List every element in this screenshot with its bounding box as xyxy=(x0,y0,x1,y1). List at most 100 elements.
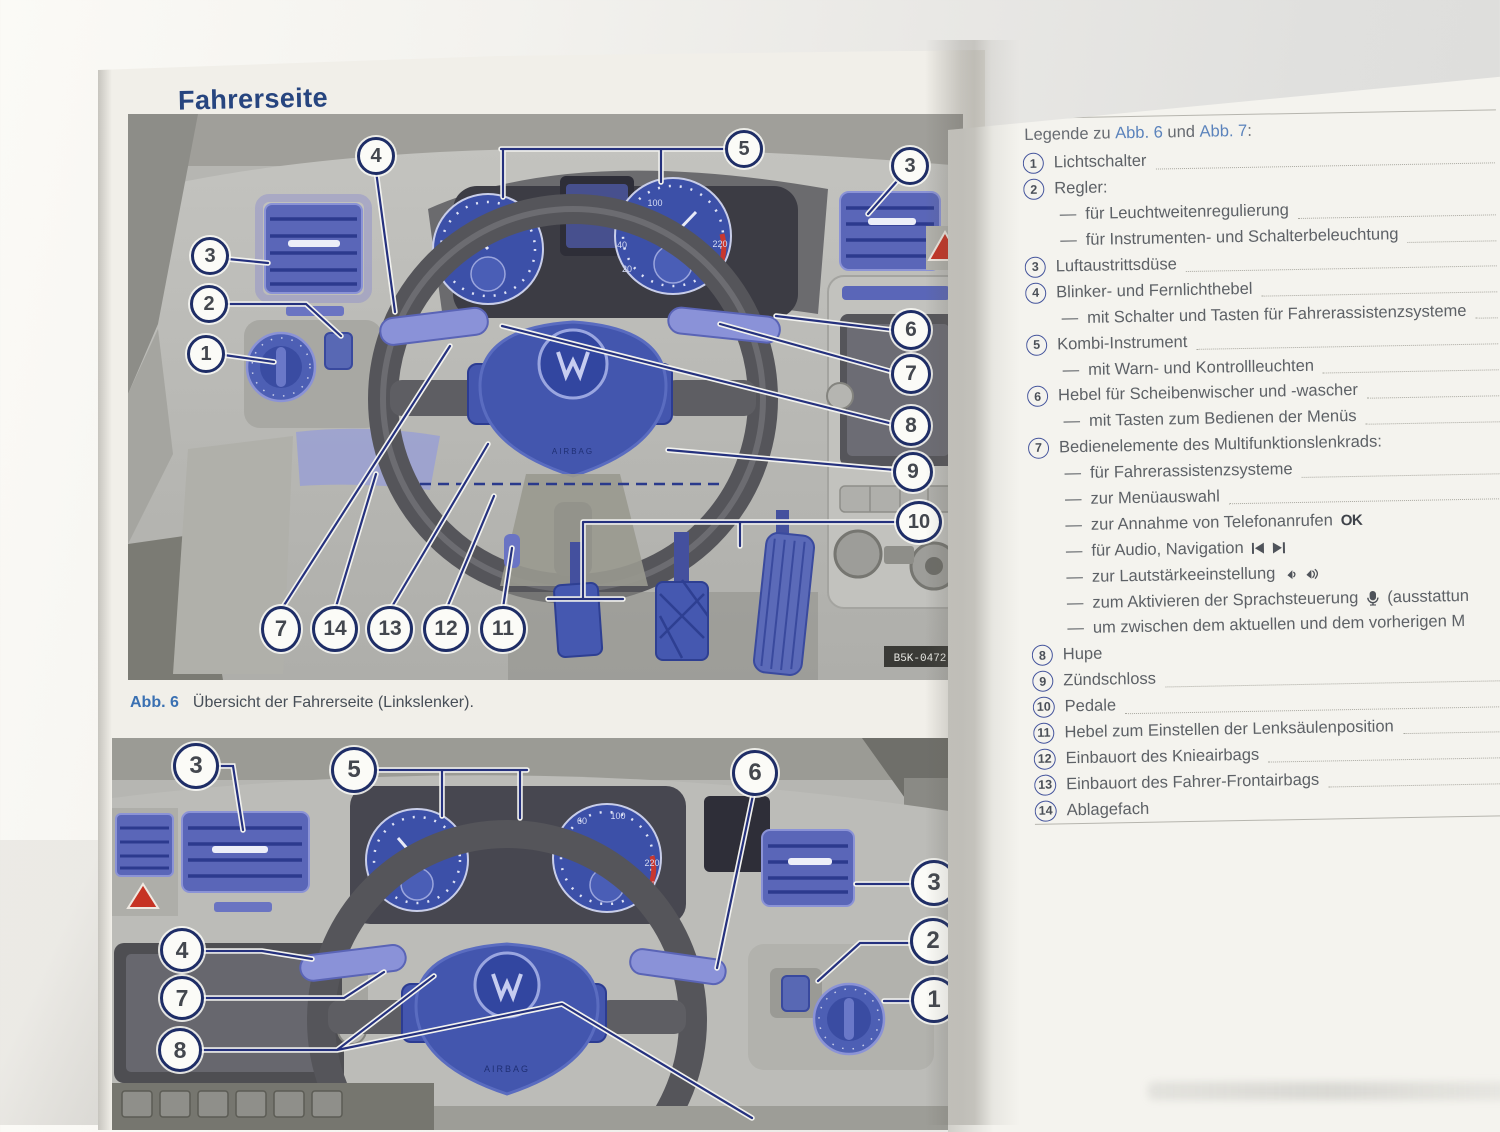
dotted-leader-line xyxy=(1402,730,1500,735)
dotted-leader-line xyxy=(1261,290,1498,297)
callout-marker-7: 7 xyxy=(891,354,931,394)
callout-marker-8: 8 xyxy=(891,406,931,446)
legend-label: Einbauort des Knieairbags xyxy=(1065,745,1260,768)
legend-label-continued: (ausstattun xyxy=(1387,586,1470,606)
legend-label: Hebel für Scheibenwischer und -wascher xyxy=(1057,381,1359,405)
callout-marker-5: 5 xyxy=(725,130,763,168)
dotted-leader-line xyxy=(1323,368,1499,374)
callout-marker-13: 13 xyxy=(367,606,413,652)
dotted-leader-line xyxy=(1297,213,1496,219)
callout-marker-7: 7 xyxy=(261,606,301,652)
legend-number-badge: 11 xyxy=(1033,722,1055,744)
legend-number-badge: 4 xyxy=(1025,282,1047,304)
dash-bullet: — xyxy=(1065,515,1083,535)
callout-marker-1: 1 xyxy=(187,335,225,373)
legend-header-mid: und xyxy=(1162,122,1200,142)
dotted-leader-line xyxy=(1367,394,1500,399)
legend-number-badge: 13 xyxy=(1034,774,1057,796)
legend-row: — zum Aktivieren der Sprachsteuerung (auss… xyxy=(1031,582,1500,617)
legend-label: Blinker- und Fernlichthebel xyxy=(1056,279,1253,302)
callout-leader-lines xyxy=(222,147,903,612)
legend-label: Hebel zum Einstellen der Lenksäulenposit… xyxy=(1064,717,1394,742)
legend-number-badge: 14 xyxy=(1034,800,1057,822)
legend-number-badge: 10 xyxy=(1032,696,1055,719)
legend-label: Ablagefach xyxy=(1066,799,1150,820)
gauge-tick-label: 20 xyxy=(622,264,632,274)
callout-marker-11: 11 xyxy=(480,606,526,652)
legend-number-badge: 3 xyxy=(1024,256,1046,278)
legend-label: Einbauort des Fahrer-Frontairbags xyxy=(1065,770,1320,794)
dotted-leader-line xyxy=(1228,497,1500,505)
dotted-leader-line xyxy=(1165,678,1500,688)
legend-label: mit Schalter und Tasten für Fahrerassist… xyxy=(1087,301,1467,327)
legend-number-badge: 9 xyxy=(1032,670,1054,693)
gauge-tick-label: 40 xyxy=(617,240,627,250)
legend-label: Bedienelemente des Multifunktionslenkrad… xyxy=(1058,432,1383,457)
legend-header-link-abb6: Abb. 6 xyxy=(1114,123,1164,143)
callout-marker-3: 3 xyxy=(191,237,229,275)
left-book-page: Fahrerseite xyxy=(98,50,985,1130)
page-showthrough-smudge xyxy=(1148,1082,1500,1100)
skip-track-icons xyxy=(1251,541,1286,555)
dotted-leader-line xyxy=(1301,471,1500,478)
dotted-leader-line xyxy=(1407,238,1497,243)
dashboard-drawing-lhd: 20 40 60 100 220 260 xyxy=(128,114,963,680)
gauge-tick-label: 100 xyxy=(647,198,662,208)
legend-label: Kombi-Instrument xyxy=(1056,332,1188,354)
dash-bullet: — xyxy=(1066,593,1084,612)
callout-marker-6: 6 xyxy=(891,310,931,350)
gauge-tick-label: 220 xyxy=(644,858,659,868)
figure-image-code: B5K-0472 xyxy=(894,653,947,665)
callout-marker-9: 9 xyxy=(893,452,933,492)
legend-row: —für Audio, Navigation xyxy=(1030,531,1500,566)
legend-label: Zündschloss xyxy=(1063,669,1157,690)
dash-bullet: — xyxy=(1066,567,1084,586)
dash-bullet: — xyxy=(1059,205,1077,224)
callout-marker-3: 3 xyxy=(891,147,929,185)
legend-label: Lichtschalter xyxy=(1053,152,1147,172)
figure1-caption-text: Übersicht der Fahrerseite (Linkslenker). xyxy=(192,694,474,711)
dotted-leader-line xyxy=(1328,782,1500,788)
legend-number-badge: 2 xyxy=(1023,178,1045,201)
legend-number-badge: 1 xyxy=(1022,153,1045,175)
dotted-leader-line xyxy=(1268,756,1500,763)
legend-label: mit Warn- und Kontrollleuchten xyxy=(1087,356,1315,379)
callout-marker-4: 4 xyxy=(357,137,395,175)
legend-header-prefix: Legende zu xyxy=(1024,124,1116,144)
dashboard-drawing-rhd: 60 100 220 260 xyxy=(112,738,962,1130)
legend-header-suffix: : xyxy=(1247,121,1253,140)
dash-bullet: — xyxy=(1063,412,1081,431)
gauge-tick-label: 60 xyxy=(577,816,587,826)
airbag-label: AIRBAG xyxy=(552,447,594,456)
ok-badge-icon: OK xyxy=(1340,511,1363,530)
legend-number-badge: 7 xyxy=(1027,437,1050,460)
legend-block: Legende zu Abb. 6 und Abb. 7 : 1 Lichtsch… xyxy=(1022,109,1500,826)
legend-label: für Fahrerassistenzsysteme xyxy=(1089,460,1293,482)
legend-number-badge: 8 xyxy=(1031,644,1054,667)
dash-bullet: — xyxy=(1060,231,1077,250)
figure1-caption-label: Abb. 6 xyxy=(130,694,179,711)
legend-label: Hupe xyxy=(1062,644,1103,664)
legend-header-link-abb7: Abb. 7 xyxy=(1199,121,1248,141)
callout-marker-12: 12 xyxy=(423,606,469,652)
voice-control-icon xyxy=(1366,590,1380,606)
legend-label: zur Menüauswahl xyxy=(1090,487,1220,508)
legend-label: zum Aktivieren der Sprachsteuerung xyxy=(1092,588,1359,612)
dotted-leader-line xyxy=(1365,420,1500,425)
figure1-caption: Abb. 6 Übersicht der Fahrerseite (Linksl… xyxy=(130,694,474,712)
legend-number-badge: 12 xyxy=(1033,748,1056,770)
dotted-leader-line xyxy=(1475,316,1498,319)
dash-bullet: — xyxy=(1064,464,1082,483)
legend-label: zur Lautstärkeeinstellung xyxy=(1091,564,1276,586)
legend-number-badge: 6 xyxy=(1026,386,1049,408)
legend-label: Regler: xyxy=(1054,178,1108,198)
callout-marker-10: 10 xyxy=(896,501,942,543)
dash-bullet: — xyxy=(1064,489,1082,509)
callout-marker-2: 2 xyxy=(190,285,228,323)
dotted-leader-line xyxy=(1185,264,1497,273)
legend-label: zur Annahme von Telefonanrufen xyxy=(1090,511,1333,534)
callout-marker-4: 4 xyxy=(160,928,204,972)
legend-label: Luftaustrittsdüse xyxy=(1055,255,1177,276)
legend-label: Pedale xyxy=(1064,696,1117,716)
